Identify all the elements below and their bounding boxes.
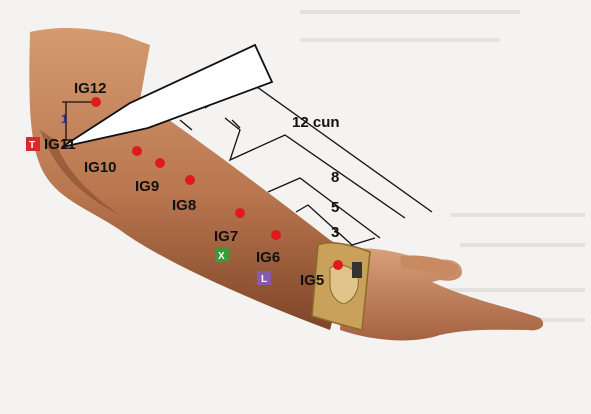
label-ig8: IG8 (172, 197, 196, 214)
badge-t: T (26, 137, 40, 151)
svg-text:L: L (261, 274, 267, 285)
label-ig6: IG6 (256, 249, 280, 266)
svg-text:T: T (29, 140, 35, 151)
point-ig7-marker (235, 208, 245, 218)
point-ig12-marker (91, 97, 101, 107)
badge-x: X (215, 248, 229, 262)
point-ig8-marker (185, 175, 195, 185)
measure-5: 5 (331, 199, 339, 216)
measure-8: 8 (331, 169, 339, 186)
point-ig5-marker (333, 260, 343, 270)
measure-1: 1 (61, 112, 68, 126)
badge-l: L (257, 271, 271, 285)
measure-12-cun: 12 cun (292, 114, 340, 131)
point-ig9-marker (155, 158, 165, 168)
measure-3: 3 (331, 224, 339, 241)
label-ig7: IG7 (214, 228, 238, 245)
label-ig10: IG10 (84, 159, 117, 176)
svg-text:X: X (218, 251, 225, 262)
point-ig10-marker (132, 146, 142, 156)
point-ig6-marker (271, 230, 281, 240)
label-ig9: IG9 (135, 178, 159, 195)
label-ig5: IG5 (300, 272, 324, 289)
label-ig12: IG12 (74, 80, 107, 97)
label-ig11: IG11 (44, 136, 76, 153)
